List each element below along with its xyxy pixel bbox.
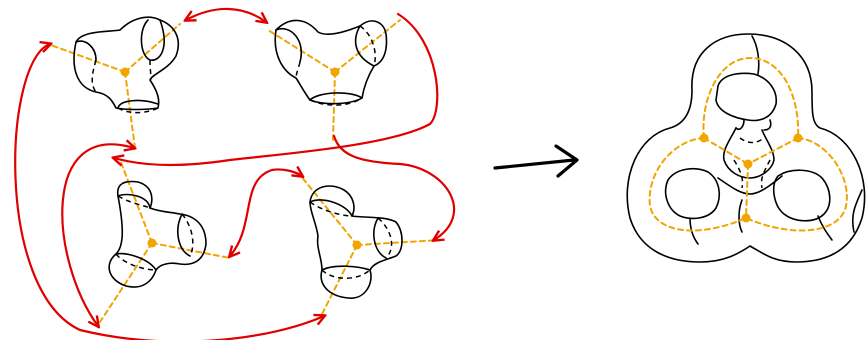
graph-edge xyxy=(745,163,749,219)
seam-curve xyxy=(851,189,863,233)
graph-edge xyxy=(356,239,441,246)
cuff-front xyxy=(275,27,303,63)
graph-edge xyxy=(747,137,799,165)
cuff-hidden xyxy=(359,25,376,67)
cuff-hidden xyxy=(377,217,393,259)
graph-loop xyxy=(745,137,848,232)
graph-vertex xyxy=(741,213,751,223)
right-arrow-icon xyxy=(493,144,579,178)
cuff-hidden xyxy=(91,59,97,93)
graph-loop xyxy=(648,137,747,232)
pants-piece xyxy=(274,19,388,106)
graph-vertex xyxy=(699,133,709,143)
graph-edge xyxy=(151,242,231,259)
seam-curve xyxy=(738,199,743,233)
gluing-arrow xyxy=(186,7,266,22)
graph-edge xyxy=(319,244,358,319)
seam-curve xyxy=(751,35,760,75)
seam-curve xyxy=(817,215,833,241)
seam-hidden xyxy=(739,137,765,144)
gluing-arrow xyxy=(14,44,324,340)
cuff-front xyxy=(373,217,387,259)
graph-loop xyxy=(702,56,800,139)
cuff-front xyxy=(354,25,375,67)
cuff-hidden xyxy=(321,269,371,279)
graph-vertex xyxy=(330,67,340,77)
graph-vertex xyxy=(743,159,753,169)
gluing-arrow xyxy=(230,169,302,256)
left-panel xyxy=(14,7,456,340)
graph-vertex xyxy=(147,238,157,248)
seam-curve xyxy=(735,119,745,131)
graph-vertex xyxy=(352,240,362,250)
left-dual-graph xyxy=(47,19,441,323)
surface-outline xyxy=(626,33,866,263)
graph-edge xyxy=(124,23,181,73)
right-panel xyxy=(626,33,866,263)
graph-vertex xyxy=(120,67,130,77)
surface-hole xyxy=(772,169,831,222)
graph-vertex xyxy=(793,133,803,143)
graph-edge xyxy=(47,43,126,73)
seam-curve xyxy=(689,217,699,245)
cuff-hidden xyxy=(295,61,301,79)
seam-curve xyxy=(763,119,772,131)
gluing-arrow xyxy=(61,144,134,326)
right-dual-graph xyxy=(648,56,848,232)
seam-hidden xyxy=(733,159,744,189)
surface-hole xyxy=(664,167,721,220)
gluing-arrows xyxy=(14,7,456,340)
cuff-hidden xyxy=(149,59,152,81)
gluing-arrow xyxy=(332,134,456,240)
surface-junction xyxy=(717,175,783,195)
graph-edge xyxy=(703,137,749,165)
cuff-front xyxy=(117,99,159,109)
graph-edge xyxy=(334,19,401,73)
cuff-front xyxy=(321,265,371,271)
seam-hidden xyxy=(760,159,771,189)
surface-hole xyxy=(715,72,778,122)
graph-edge xyxy=(99,242,153,323)
cuff-front xyxy=(309,92,363,101)
pants-piece xyxy=(108,180,207,288)
graph-edge xyxy=(332,71,336,141)
gluing-arrow xyxy=(114,12,439,165)
pants-piece xyxy=(73,16,180,114)
